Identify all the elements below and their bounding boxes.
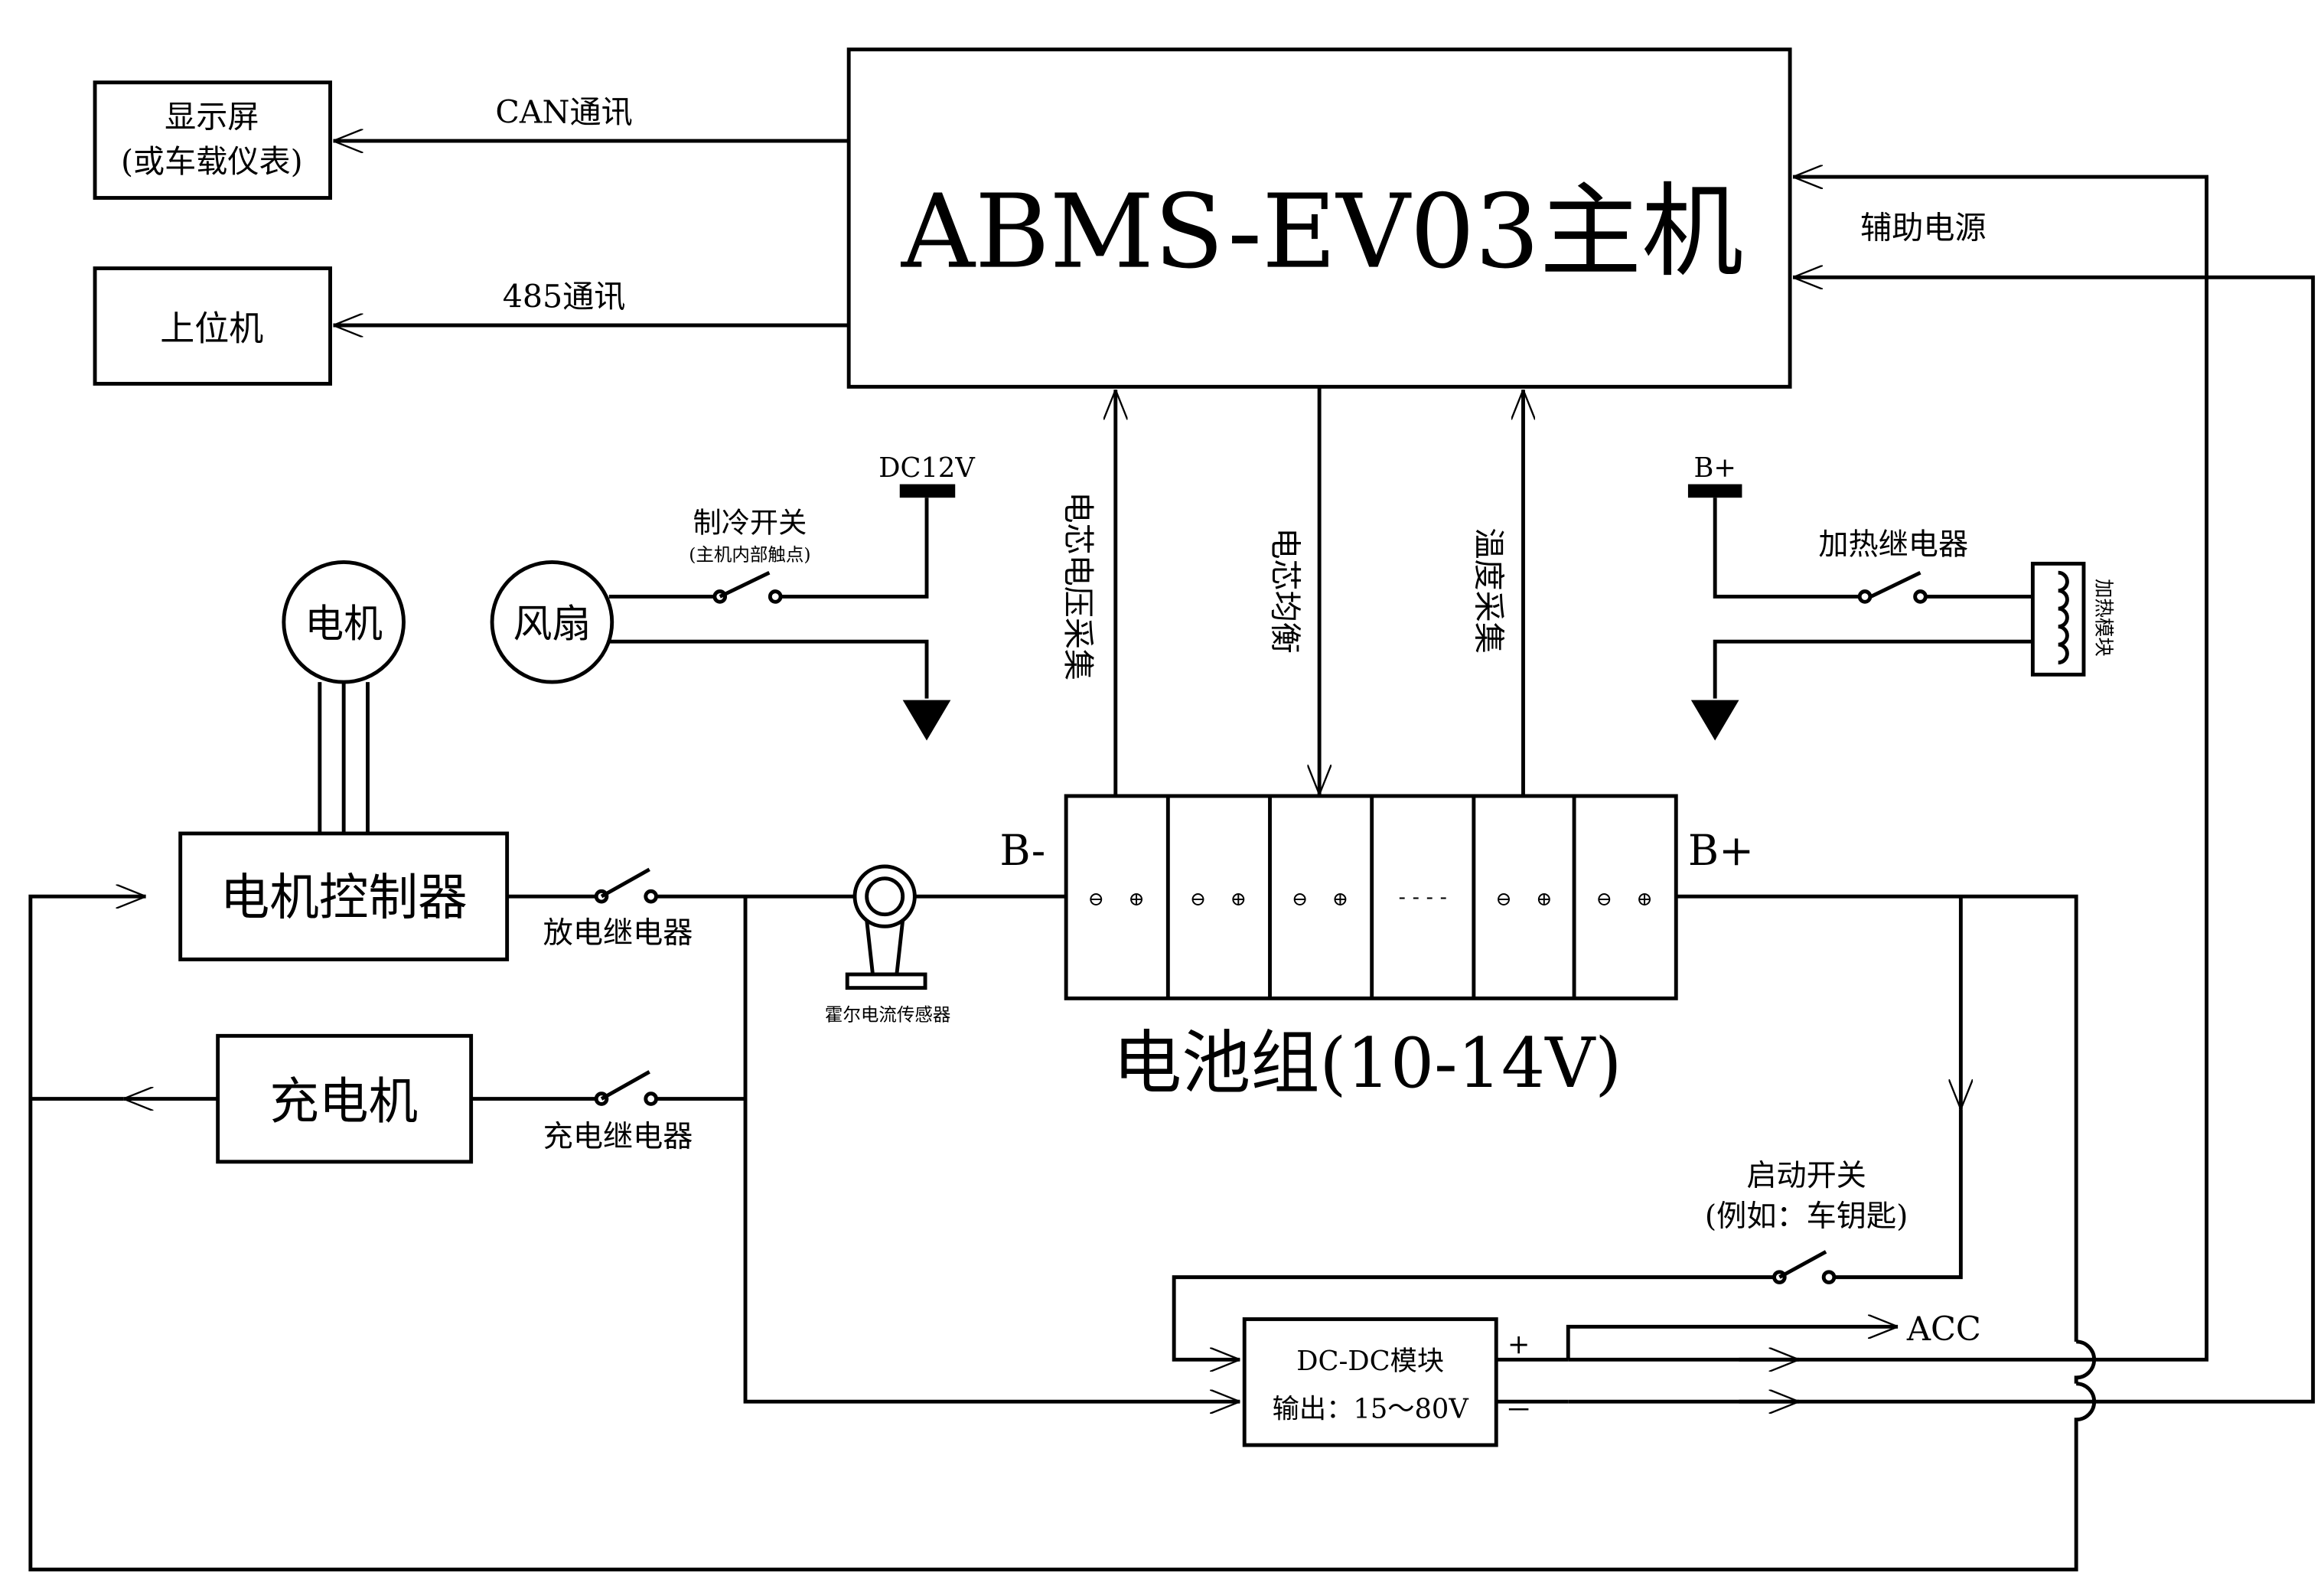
motor-label: 电机: [305, 602, 383, 647]
hall-sensor-label: 霍尔电流传感器: [825, 1004, 951, 1026]
display-label: 显示屏: [165, 98, 259, 135]
fan-symbol: [490, 560, 614, 684]
charge-relay: 充电继电器: [471, 1070, 746, 1154]
cell-5-negative: ⊖: [1495, 888, 1511, 911]
fan-circuit: DC12V 制冷开关 (主机内部触点) 风扇: [490, 452, 975, 741]
cooling-switch-blade: [719, 570, 771, 599]
cell-2-negative: ⊖: [1190, 888, 1206, 911]
discharge-relay: 放电继电器: [507, 867, 856, 951]
cell-6-negative: ⊖: [1596, 888, 1612, 911]
cell-5-positive: ⊕: [1536, 888, 1552, 911]
bplus-bus-hop-upper: [2074, 1339, 2097, 1384]
fan-label: 风扇: [513, 602, 591, 647]
temperature-label: 温度采集: [1471, 527, 1508, 653]
battery-pack: ⊖ ⊕ ⊖ ⊕ ⊖ ⊕ - - - - ⊖ ⊕ ⊖ ⊕ B- B+ 电池组(10…: [999, 794, 1754, 1104]
acc-line: [1566, 1326, 1899, 1360]
cell-2-positive: ⊕: [1230, 888, 1247, 911]
hall-sensor: 霍尔电流传感器: [825, 864, 1067, 1026]
heater-circuit: B+ 加热继电器 加热模块: [1687, 452, 2115, 741]
cell-3-negative: ⊖: [1292, 888, 1308, 911]
cell-voltage-link: 电芯电压采集: [1060, 390, 1116, 794]
heater-bplus-label: B+: [1693, 452, 1736, 484]
dc12v-label: DC12V: [878, 452, 975, 484]
heater-relay-contact-right: [1913, 589, 1928, 604]
host-pc-label: 上位机: [160, 308, 263, 349]
bminus-bus: [743, 896, 1240, 1401]
rs485-link: 485通讯: [333, 278, 849, 325]
dcdc-label: DC-DC模块: [1296, 1346, 1444, 1377]
rs485-label: 485通讯: [503, 278, 626, 315]
heater-relay-contact-left: [1857, 589, 1873, 604]
heater-relay-label: 加热继电器: [1818, 528, 1968, 563]
charger-label: 充电机: [269, 1073, 418, 1131]
cell-3-positive: ⊕: [1332, 888, 1348, 911]
display-box: 显示屏 (或车载仪表): [93, 80, 332, 200]
motor-controller-label: 电机控制器: [220, 870, 468, 927]
dcdc-plus-label: +: [1508, 1330, 1530, 1361]
acc-label: ACC: [1906, 1310, 1981, 1349]
cell-6-positive: ⊕: [1636, 888, 1652, 911]
cell-balance-label: 电芯均衡: [1266, 527, 1303, 653]
dcdc-output-label: 输出：15～80V: [1273, 1394, 1469, 1425]
start-switch-label: 启动开关: [1746, 1159, 1866, 1193]
heater-module-label: 加热模块: [2092, 579, 2115, 657]
cell-voltage-label: 电芯电压采集: [1060, 491, 1097, 680]
bplus-bus-hop-lower: [28, 896, 2097, 1571]
main-unit: ABMS-EV03主机: [846, 47, 1792, 389]
cell-1-negative: ⊖: [1088, 888, 1104, 911]
can-label: CAN通讯: [495, 94, 632, 131]
start-switch-note: (例如：车钥匙): [1705, 1199, 1908, 1234]
main-unit-title: ABMS-EV03主机: [901, 173, 1744, 292]
motor-controller: 电机控制器: [178, 831, 510, 961]
can-link: CAN通讯: [333, 94, 849, 142]
cell-balance-link: 电芯均衡: [1266, 387, 1319, 794]
cooling-switch-note: (主机内部触点): [689, 543, 810, 565]
heater-bplus-supply-bar: [1687, 484, 1742, 498]
host-pc-box: 上位机: [93, 266, 332, 386]
motor: 电机: [282, 560, 406, 834]
battery-pos-terminal-label: B+: [1688, 826, 1754, 875]
aux-power-label: 辅助电源: [1860, 209, 1986, 246]
battery-neg-terminal-label: B-: [999, 826, 1045, 875]
heater-coil-icon: [2058, 570, 2069, 665]
display-sublabel: (或车载仪表): [121, 143, 303, 180]
charge-relay-label: 充电继电器: [543, 1120, 693, 1154]
temperature-link: 温度采集: [1471, 390, 1524, 794]
discharge-relay-label: 放电继电器: [543, 916, 693, 951]
battery-pack-label: 电池组(10-14V): [1113, 1023, 1622, 1104]
dc12v-supply-bar: [899, 484, 956, 498]
fan-ground-icon: [902, 700, 951, 741]
cooling-switch-label: 制冷开关: [693, 505, 807, 539]
cell-ellipsis: - - - -: [1399, 886, 1447, 909]
cooling-switch-contact-left: [712, 589, 728, 604]
charger: 充电机: [216, 1033, 474, 1164]
start-switch: 启动开关 (例如：车钥匙): [1172, 896, 1961, 1359]
bplus-bus: [1676, 894, 2078, 1342]
cooling-switch-contact-right: [768, 589, 783, 604]
heater-ground-icon: [1690, 700, 1739, 741]
dcdc-module: DC-DC模块 输出：15～80V + － ACC: [1242, 1310, 1981, 1447]
cell-1-positive: ⊕: [1129, 888, 1145, 911]
heater-module-box: [2030, 561, 2086, 677]
heater-relay-blade: [1869, 570, 1921, 599]
aux-power-link: 辅助电源: [1568, 177, 2316, 1404]
